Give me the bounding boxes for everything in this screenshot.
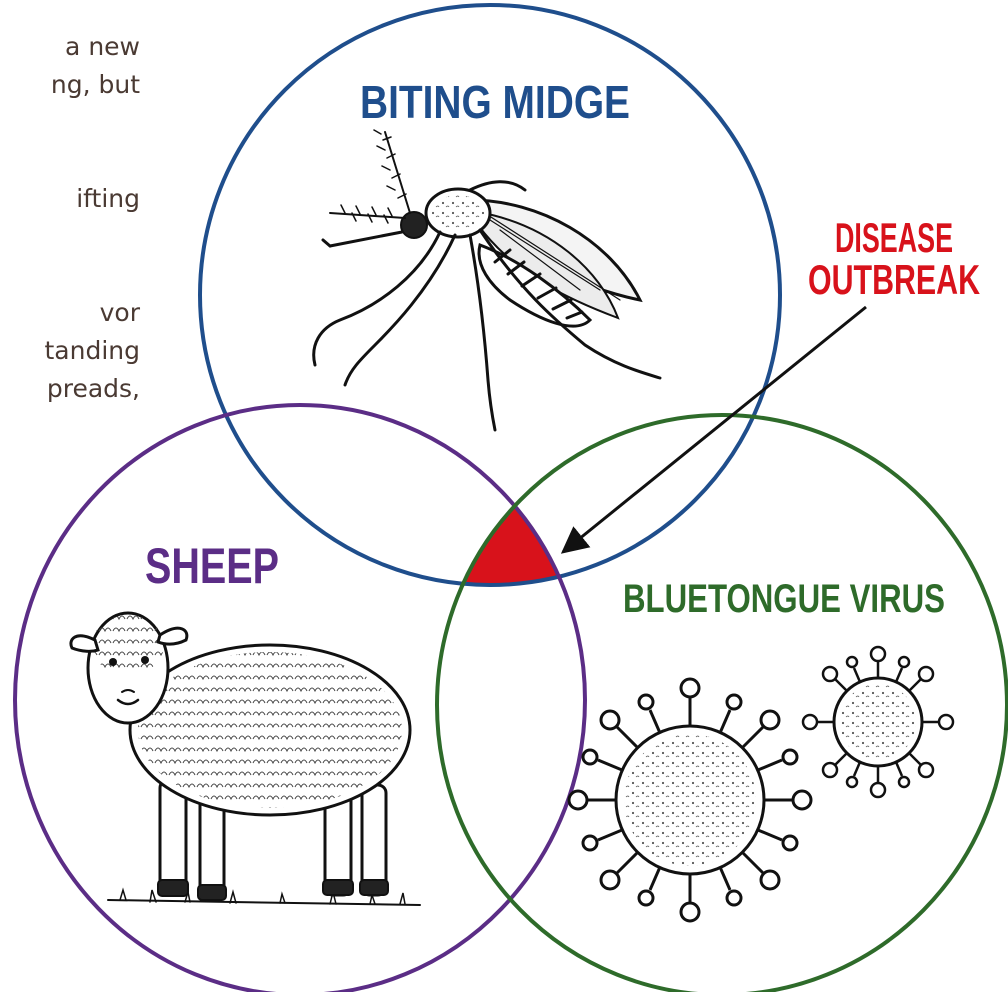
outbreak-overlap-region bbox=[437, 415, 1007, 992]
virus-illustration bbox=[569, 647, 953, 921]
small-virus-icon bbox=[803, 647, 953, 797]
mosquito-illustration bbox=[314, 130, 660, 430]
midge-label: BITING MIDGE bbox=[360, 76, 630, 128]
large-virus-icon bbox=[569, 679, 811, 921]
virus-label: BLUETONGUE VIRUS bbox=[623, 577, 945, 621]
sheep-illustration bbox=[71, 613, 420, 905]
callout-line-2: OUTBREAK bbox=[808, 256, 980, 303]
sheep-label: SHEEP bbox=[145, 538, 279, 594]
callout-line-1: DISEASE bbox=[835, 214, 953, 261]
callout-arrow bbox=[563, 307, 866, 552]
virus-circle bbox=[437, 415, 1007, 992]
